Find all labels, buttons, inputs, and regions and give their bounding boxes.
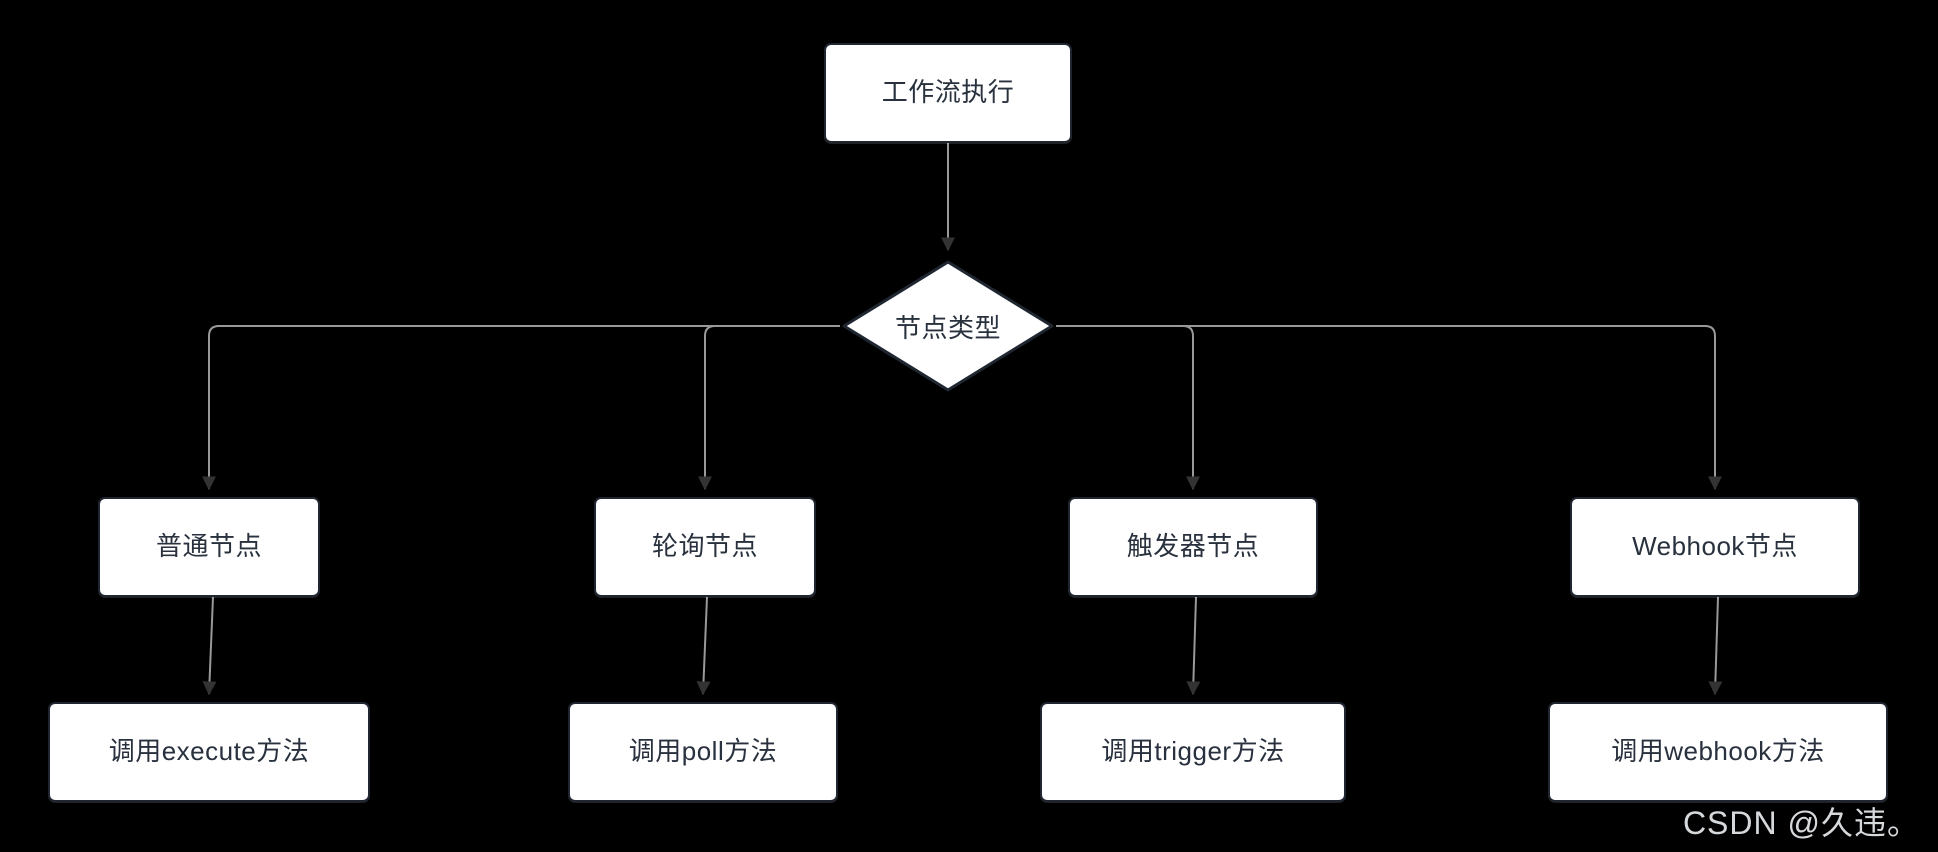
node-label: 触发器节点 — [1126, 531, 1260, 562]
node-call-trigger[interactable]: 调用trigger方法 — [1040, 702, 1346, 802]
edge-webhook-to-callwebhook — [1708, 596, 1723, 696]
diamond-shape — [842, 260, 1054, 392]
edge-nodetype-to-polling — [698, 325, 840, 491]
node-label: 工作流执行 — [881, 77, 1015, 108]
node-label: 调用execute方法 — [108, 736, 310, 767]
node-label: 轮询节点 — [651, 531, 758, 562]
edge-normal-to-execute — [202, 596, 217, 696]
node-label: 调用webhook方法 — [1611, 736, 1825, 767]
node-polling-node[interactable]: 轮询节点 — [594, 497, 816, 597]
edge-trigger-to-calltrigger — [1186, 596, 1201, 696]
node-label: 调用trigger方法 — [1101, 736, 1285, 767]
node-node-type[interactable]: 节点类型 — [840, 258, 1056, 394]
node-call-execute[interactable]: 调用execute方法 — [48, 702, 370, 802]
edge-polling-to-poll — [696, 596, 711, 696]
node-workflow-execution[interactable]: 工作流执行 — [824, 43, 1072, 143]
edge-nodetype-to-trigger — [1056, 325, 1200, 491]
node-call-poll[interactable]: 调用poll方法 — [568, 702, 838, 802]
watermark: CSDN @久违。 — [1682, 805, 1920, 841]
node-normal-node[interactable]: 普通节点 — [98, 497, 320, 597]
edge-nodetype-to-normal — [202, 325, 840, 491]
node-call-webhook[interactable]: 调用webhook方法 — [1548, 702, 1888, 802]
node-webhook-node[interactable]: Webhook节点 — [1570, 497, 1860, 597]
edge-nodetype-to-webhook — [1056, 325, 1722, 491]
node-label: 普通节点 — [155, 531, 262, 562]
node-trigger-node[interactable]: 触发器节点 — [1068, 497, 1318, 597]
node-label: Webhook节点 — [1632, 531, 1798, 562]
node-label: 调用poll方法 — [628, 736, 778, 767]
